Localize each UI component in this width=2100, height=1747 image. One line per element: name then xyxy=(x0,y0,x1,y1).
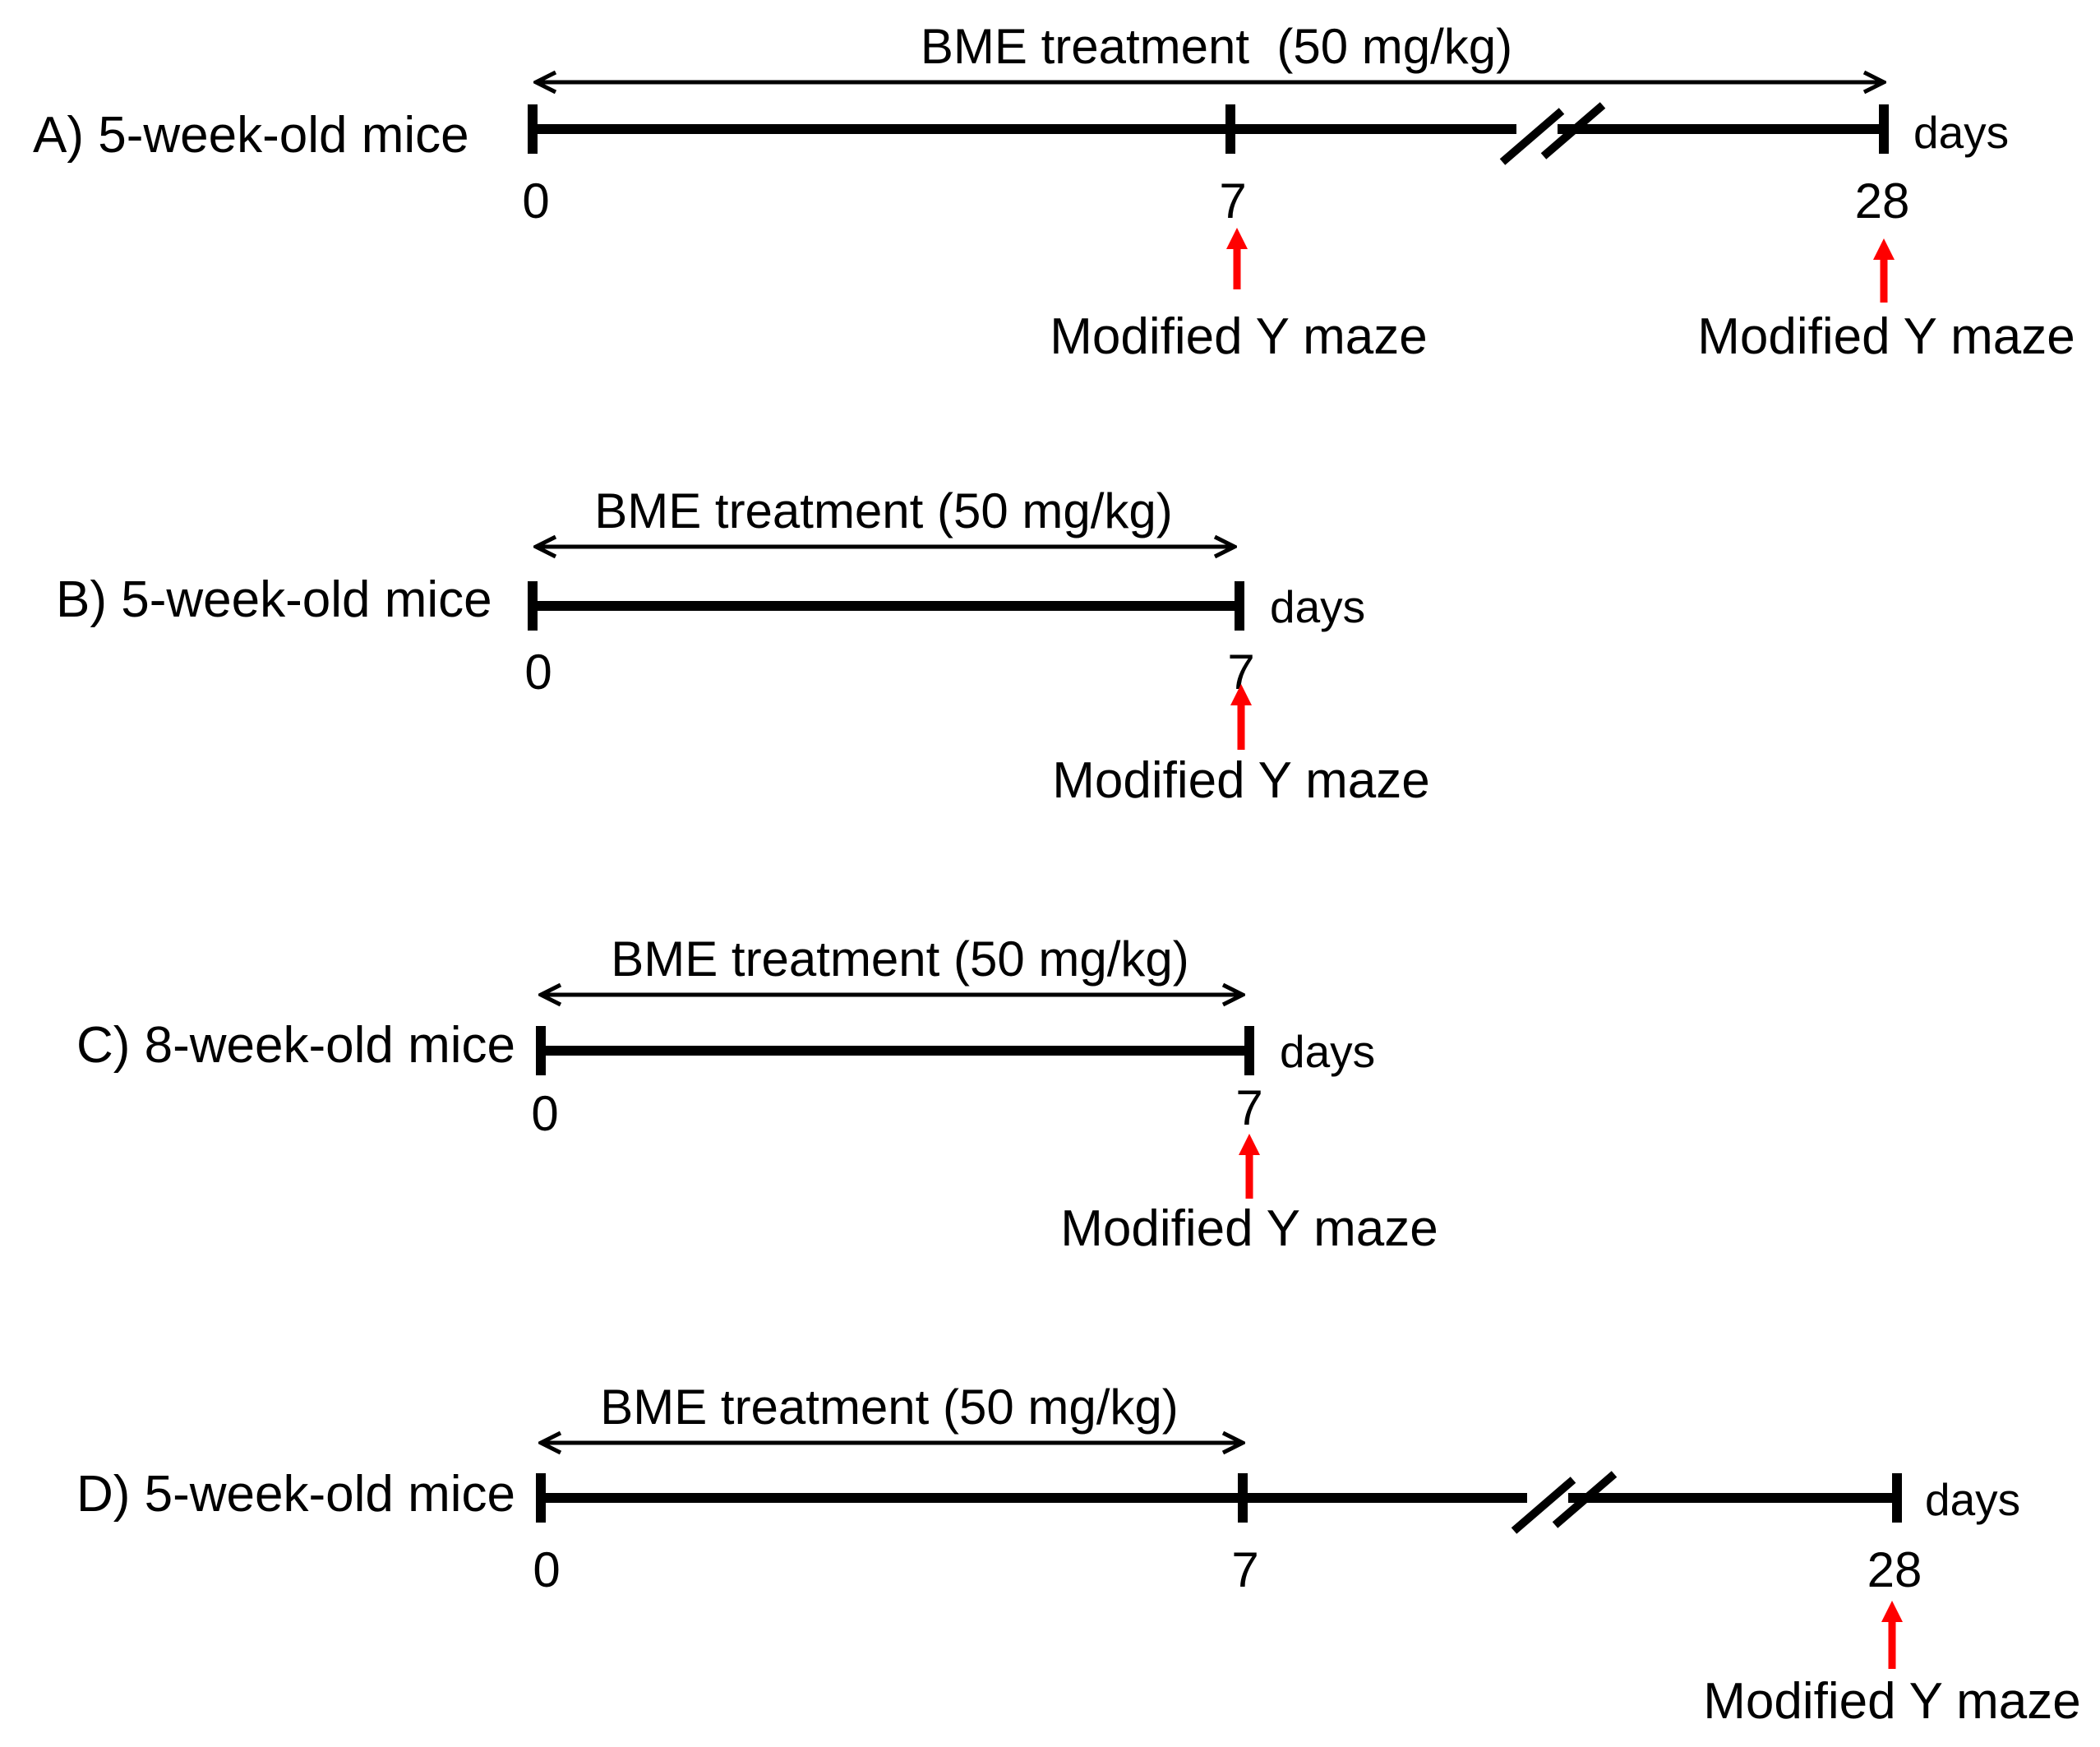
panel-c-treatment-label: BME treatment (50 mg/kg) xyxy=(611,931,1189,987)
panel-d-axis-break xyxy=(1511,1471,1618,1534)
panel-d-label: D) 5-week-old mice xyxy=(76,1466,515,1523)
panel-d-treatment-label: BME treatment (50 mg/kg) xyxy=(600,1380,1179,1435)
panel-d-test-label-day-28: Modified Y maze xyxy=(1703,1673,2081,1730)
panel-d-unit-label: days xyxy=(1925,1474,2020,1525)
panel-b-label: B) 5-week-old mice xyxy=(56,571,492,628)
panel-c-label: C) 8-week-old mice xyxy=(76,1017,515,1074)
panel-b-unit-label: days xyxy=(1270,581,1365,632)
panel-a-test-label-day-7: Modified Y maze xyxy=(1050,308,1428,365)
panel-c-test-label-day-7: Modified Y maze xyxy=(1060,1200,1438,1257)
panel-a-unit-label: days xyxy=(1913,107,2009,158)
panel-b-treatment-label: BME treatment (50 mg/kg) xyxy=(594,483,1173,538)
panel-d-tick-label-28: 28 xyxy=(1867,1542,1922,1597)
panel-b-tick-label-0: 0 xyxy=(524,645,552,700)
panel-a-axis-break xyxy=(1499,102,1606,165)
panel-a-tick-label-7: 7 xyxy=(1219,173,1246,229)
panel-a-tick-label-0: 0 xyxy=(522,173,549,229)
panel-c-tick-label-7: 7 xyxy=(1235,1080,1262,1135)
panel-b-test-label-day-7: Modified Y maze xyxy=(1052,752,1430,809)
panel-a-test-label-day-28: Modified Y maze xyxy=(1697,308,2075,365)
panel-a-treatment-label: BME treatment (50 mg/kg) xyxy=(921,19,1512,74)
panel-c-tick-label-0: 0 xyxy=(531,1086,558,1141)
panel-d-tick-label-7: 7 xyxy=(1231,1542,1258,1597)
panel-c: C) 8-week-old mice BME treatment (50 mg/… xyxy=(76,931,1438,1257)
panel-a-label: A) 5-week-old mice xyxy=(33,107,469,164)
panel-d: D) 5-week-old mice BME treatment (50 mg/… xyxy=(76,1380,2081,1730)
panel-c-unit-label: days xyxy=(1280,1026,1375,1077)
panel-b-tick-label-7: 7 xyxy=(1227,645,1254,700)
panel-b: B) 5-week-old mice BME treatment (50 mg/… xyxy=(56,483,1430,809)
panel-a-tick-label-28: 28 xyxy=(1855,173,1910,229)
panel-a: A) 5-week-old mice BME treatment (50 mg/… xyxy=(33,19,2075,365)
panel-d-tick-label-0: 0 xyxy=(533,1542,560,1597)
